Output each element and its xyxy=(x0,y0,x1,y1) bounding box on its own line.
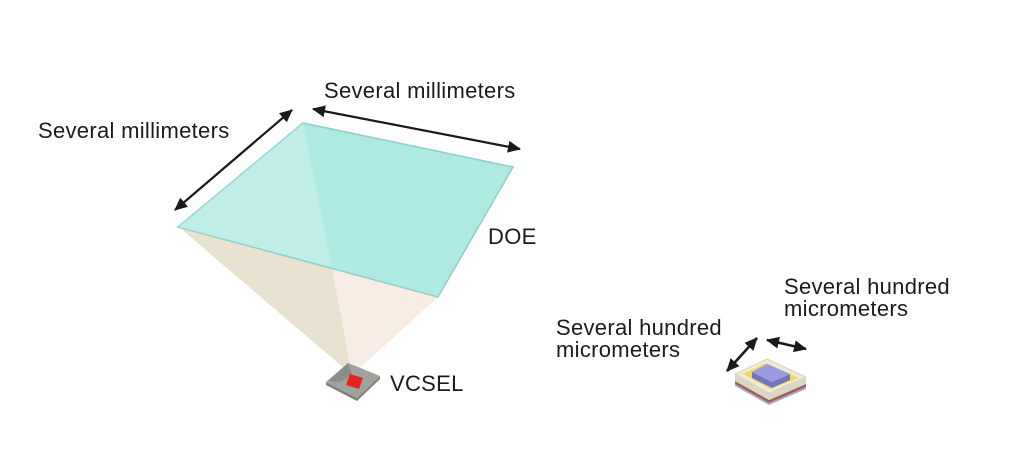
micro-chip-die-front xyxy=(752,372,790,388)
vcsel-emitter-aperture xyxy=(346,374,363,389)
beam-cone-right xyxy=(332,267,438,375)
chip-depth-dimension-arrow xyxy=(726,337,758,372)
micro-chip-die-top xyxy=(752,364,790,382)
micro-chip-substrate-layer xyxy=(735,381,806,403)
micro-chip-base-layer xyxy=(735,384,806,405)
vcsel-chip-beam-shadow xyxy=(328,363,352,382)
chip-width-label-line1: Several hundred xyxy=(784,274,950,299)
chip-width-label-line2: micrometers xyxy=(784,296,909,321)
chip-depth-label-line1: Several hundred xyxy=(556,315,722,340)
chip-depth-label-line2: micrometers xyxy=(556,337,681,362)
vcsel-label: VCSEL xyxy=(390,371,464,396)
chip-width-label: Several hundred micrometers xyxy=(784,276,950,320)
micro-chip-side xyxy=(735,374,806,400)
doe-width-dimension-arrow xyxy=(312,105,521,153)
vcsel-chip-side xyxy=(326,376,380,401)
doe-depth-dimension-arrow xyxy=(174,109,293,211)
chip-width-dimension-arrow xyxy=(766,336,807,353)
doe-width-label: Several millimeters xyxy=(324,78,516,103)
doe-label: DOE xyxy=(488,224,537,249)
chip-depth-label: Several hundred micrometers xyxy=(556,317,722,361)
doe-depth-label: Several millimeters xyxy=(38,118,230,143)
beam-cone-left xyxy=(180,228,352,375)
